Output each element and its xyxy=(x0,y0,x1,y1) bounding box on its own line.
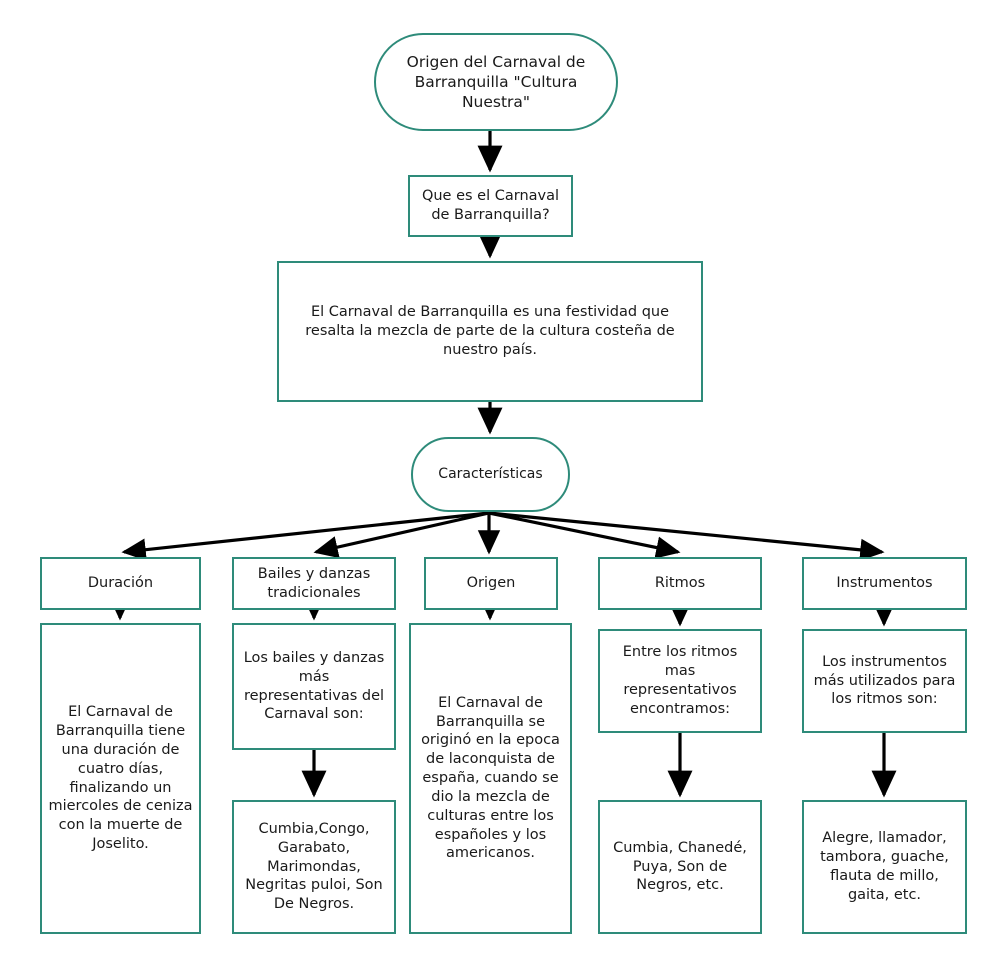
edge-fan-to-bailes xyxy=(313,511,490,559)
node-root-title-text: Origen del Carnaval de Barranquilla "Cul… xyxy=(406,52,586,112)
node-question[interactable]: Que es el Carnaval de Barranquilla? xyxy=(408,175,573,237)
branch-body-duracion-text: El Carnaval de Barranquilla tiene una du… xyxy=(48,704,193,853)
node-answer[interactable]: El Carnaval de Barranquilla es una festi… xyxy=(277,261,703,402)
node-root-title[interactable]: Origen del Carnaval de Barranquilla "Cul… xyxy=(374,33,618,131)
branch-header-origen[interactable]: Origen xyxy=(424,557,558,610)
branch-body-instrumentos-text: Los instrumentos más utilizados para los… xyxy=(813,653,956,708)
branch-header-origen-text: Origen xyxy=(466,575,516,592)
branch-body-origen-text: El Carnaval de Barranquilla se originó e… xyxy=(421,694,560,862)
node-caracteristicas-text: Características xyxy=(438,466,543,483)
branch-list-ritmos[interactable]: Cumbia, Chanedé, Puya, Son de Negros, et… xyxy=(598,800,762,934)
edge-fan-to-duracion xyxy=(121,511,490,561)
branch-list-bailes-text: Cumbia,Congo, Garabato, Marimondas, Negr… xyxy=(245,820,383,913)
edge-fan-to-ritmos xyxy=(488,511,681,559)
node-answer-text: El Carnaval de Barranquilla es una festi… xyxy=(305,304,675,358)
branch-body-instrumentos[interactable]: Los instrumentos más utilizados para los… xyxy=(802,629,967,733)
branch-header-instrumentos-text: Instrumentos xyxy=(836,575,933,592)
branch-body-bailes-text: Los bailes y danzas más representativas … xyxy=(243,649,385,723)
branch-body-ritmos[interactable]: Entre los ritmos mas representativos enc… xyxy=(598,629,762,733)
branch-list-instrumentos[interactable]: Alegre, llamador, tambora, guache, flaut… xyxy=(802,800,967,934)
branch-header-ritmos[interactable]: Ritmos xyxy=(598,557,762,610)
branch-body-ritmos-text: Entre los ritmos mas representativos enc… xyxy=(622,644,738,717)
edge-fan-to-instrumentos xyxy=(488,511,885,561)
branch-header-bailes[interactable]: Bailes y danzas tradicionales xyxy=(232,557,396,610)
branch-body-origen[interactable]: El Carnaval de Barranquilla se originó e… xyxy=(409,623,572,934)
branch-body-bailes[interactable]: Los bailes y danzas más representativas … xyxy=(232,623,396,750)
node-question-text: Que es el Carnaval de Barranquilla? xyxy=(421,188,560,223)
branch-list-instrumentos-text: Alegre, llamador, tambora, guache, flaut… xyxy=(820,830,949,903)
branch-list-bailes[interactable]: Cumbia,Congo, Garabato, Marimondas, Negr… xyxy=(232,800,396,934)
branch-header-instrumentos[interactable]: Instrumentos xyxy=(802,557,967,610)
branch-body-duracion[interactable]: El Carnaval de Barranquilla tiene una du… xyxy=(40,623,201,934)
node-caracteristicas[interactable]: Características xyxy=(411,437,570,512)
branch-header-ritmos-text: Ritmos xyxy=(654,575,706,592)
branch-header-duracion-text: Duración xyxy=(87,575,154,592)
branch-header-bailes-text: Bailes y danzas tradicionales xyxy=(257,565,371,601)
branch-list-ritmos-text: Cumbia, Chanedé, Puya, Son de Negros, et… xyxy=(613,839,747,894)
branch-header-duracion[interactable]: Duración xyxy=(40,557,201,610)
